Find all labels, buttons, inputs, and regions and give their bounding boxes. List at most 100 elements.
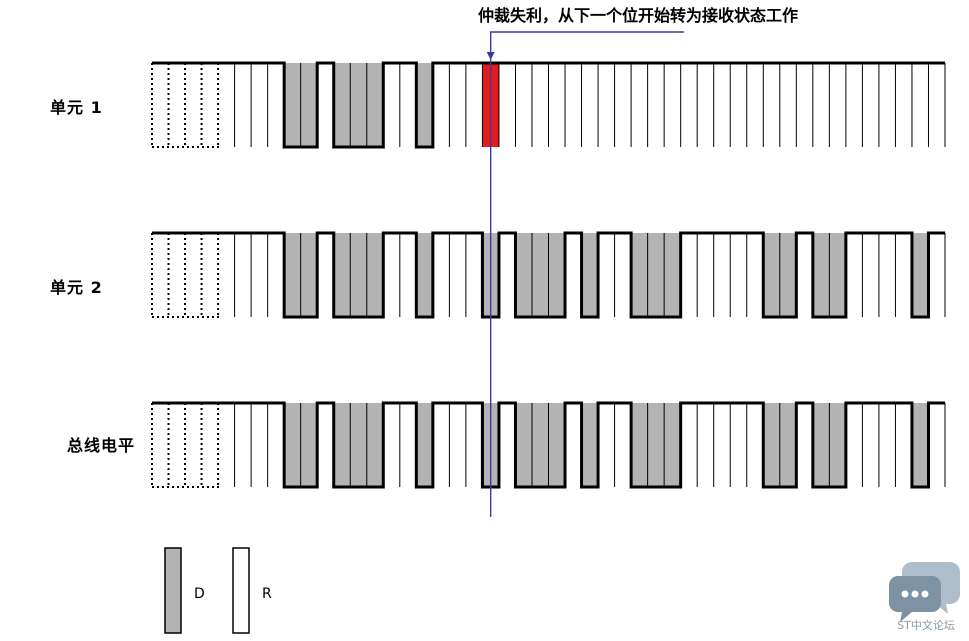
bus-waveform <box>152 61 945 149</box>
bit-cell <box>928 403 945 487</box>
bit-cell <box>317 403 334 487</box>
bit-cell <box>697 233 714 317</box>
bit-cell <box>333 403 351 487</box>
bit-cell <box>845 63 863 147</box>
bit-cell <box>746 233 764 317</box>
bit-cell <box>664 63 681 147</box>
bit-cell <box>152 403 169 487</box>
bit-cell <box>168 403 186 487</box>
bit-cell <box>515 63 532 147</box>
bit-cell <box>333 63 351 147</box>
bit-rows <box>151 61 946 489</box>
bit-cell <box>366 403 384 487</box>
legend-swatch-recessive <box>232 547 250 634</box>
bit-cell <box>598 403 615 487</box>
bit-cell <box>333 233 351 317</box>
bit-row <box>151 231 946 319</box>
watermark-text: ST中文论坛 <box>897 619 955 632</box>
bit-cell <box>581 403 599 487</box>
arbitration-marker <box>486 31 684 517</box>
bit-cell <box>697 63 714 147</box>
bit-cell <box>796 233 813 317</box>
bit-cell <box>383 403 400 487</box>
bit-cell <box>284 403 301 487</box>
bit-row <box>151 61 946 149</box>
bit-cell <box>399 233 417 317</box>
bit-cell <box>911 63 929 147</box>
bit-cell <box>548 403 566 487</box>
bit-cell <box>201 403 219 487</box>
bit-cell <box>878 233 896 317</box>
bit-cell <box>465 63 483 147</box>
bit-cell <box>416 233 433 317</box>
bit-cell <box>763 63 780 147</box>
bit-cell <box>201 63 219 147</box>
bit-cell <box>251 63 268 147</box>
bit-cell <box>284 233 301 317</box>
bit-cell <box>168 63 186 147</box>
bit-cell <box>812 63 830 147</box>
bit-cell <box>234 63 252 147</box>
bit-cell <box>730 233 747 317</box>
bit-cell <box>680 63 698 147</box>
bit-cell <box>251 233 268 317</box>
bit-cell <box>383 63 400 147</box>
bit-cell <box>581 233 599 317</box>
bus-waveform <box>152 401 945 489</box>
bit-cell <box>829 63 846 147</box>
bit-cell <box>565 233 582 317</box>
bit-cell <box>366 233 384 317</box>
bit-cell <box>218 63 235 147</box>
bit-cell <box>631 403 648 487</box>
bit-cell <box>432 63 450 147</box>
bit-cell <box>911 233 929 317</box>
bit-cell <box>664 403 681 487</box>
bit-cell <box>845 403 863 487</box>
arbitration-callout: 仲裁失利，从下一个位开始转为接收状态工作 <box>478 6 799 25</box>
bit-cell <box>267 403 285 487</box>
bit-cell <box>267 233 285 317</box>
bit-cell <box>465 403 483 487</box>
bit-cell <box>201 233 219 317</box>
bit-cell <box>614 63 632 147</box>
bit-cell <box>647 403 665 487</box>
bit-cell <box>234 233 252 317</box>
legend <box>164 547 250 634</box>
bit-cell <box>647 233 665 317</box>
bit-cell <box>498 233 516 317</box>
bit-cell <box>664 233 681 317</box>
bit-cell <box>796 63 813 147</box>
bit-cell <box>548 63 566 147</box>
bit-cell <box>218 403 235 487</box>
bit-cell <box>185 233 202 317</box>
bit-cell <box>416 403 433 487</box>
bit-cell <box>432 403 450 487</box>
bit-cell <box>697 403 714 487</box>
bit-cell <box>763 233 780 317</box>
bit-cell <box>598 63 615 147</box>
bit-cell <box>498 403 516 487</box>
bit-cell <box>895 63 912 147</box>
bit-cell <box>168 233 186 317</box>
legend-label-dominant: D <box>194 586 205 602</box>
bit-cell <box>284 63 301 147</box>
bit-cell <box>251 403 268 487</box>
bit-cell <box>862 403 879 487</box>
bit-cell <box>449 63 466 147</box>
bit-cell <box>746 403 764 487</box>
bit-cell <box>614 403 632 487</box>
bit-cell <box>911 403 929 487</box>
bit-cell <box>317 63 334 147</box>
bit-cell <box>779 403 797 487</box>
bit-cell <box>598 233 615 317</box>
bit-cell <box>812 403 830 487</box>
bit-cell <box>234 403 252 487</box>
row-label-unit1: 单元 1 <box>50 98 103 117</box>
arrow-down-icon <box>486 52 495 60</box>
bit-cell <box>515 233 532 317</box>
row-label-unit2: 单元 2 <box>50 278 103 297</box>
bit-cell <box>845 233 863 317</box>
bit-cell <box>581 63 599 147</box>
bit-cell <box>746 63 764 147</box>
